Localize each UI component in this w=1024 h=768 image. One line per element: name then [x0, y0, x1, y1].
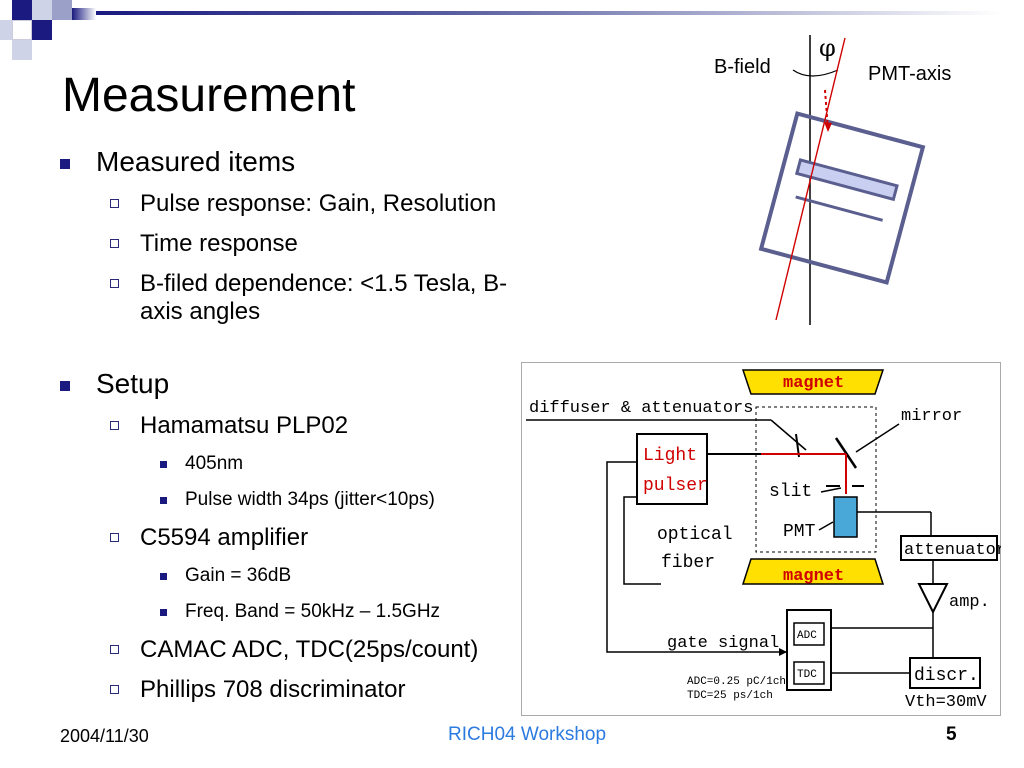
magnet-top-label: magnet — [783, 374, 844, 393]
attenuator-label: attenuator — [904, 541, 1001, 560]
slide-title: Measurement — [62, 69, 356, 122]
hollow-square-bullet-icon — [110, 421, 119, 430]
square-bullet-icon — [160, 461, 167, 468]
hollow-square-bullet-icon — [110, 645, 119, 654]
square-bullet-icon — [60, 159, 70, 169]
pmt-axis-label: PMT-axis — [868, 63, 951, 85]
outline-item: Measured items — [60, 146, 540, 178]
outline-item: Freq. Band = 50kHz – 1.5GHz — [60, 600, 540, 624]
outline-item: CAMAC ADC, TDC(25ps/count) — [60, 636, 540, 664]
outline-text: B-filed dependence: <1.5 Tesla, B-axis a… — [140, 270, 508, 325]
outline-spacer — [60, 326, 540, 368]
outline-text: Gain = 36dB — [185, 565, 292, 586]
corner-decoration — [0, 0, 1024, 60]
optical-label: optical — [657, 525, 733, 545]
hollow-square-bullet-icon — [110, 279, 119, 288]
outline-item: Phillips 708 discriminator — [60, 676, 540, 704]
outline-text: CAMAC ADC, TDC(25ps/count) — [140, 636, 479, 663]
tdc-label: TDC — [797, 669, 817, 681]
outline-text: Pulse width 34ps (jitter<10ps) — [185, 489, 435, 510]
slit-label: slit — [769, 482, 812, 502]
adc-calibration: ADC=0.25 pC/1ch — [687, 676, 786, 688]
outline-text: Measured items — [96, 146, 296, 177]
magnet-bottom-shape — [741, 558, 885, 585]
hollow-square-bullet-icon — [110, 533, 119, 542]
phi-symbol: φ — [819, 34, 836, 62]
outline-text: Pulse response: Gain, Resolution — [140, 190, 497, 217]
magnet-bottom-label: magnet — [783, 567, 844, 586]
outline-item: B-filed dependence: <1.5 Tesla, B-axis a… — [60, 270, 540, 326]
vth-label: Vth=30mV — [905, 693, 987, 712]
outline-text: Phillips 708 discriminator — [140, 676, 406, 703]
hollow-square-bullet-icon — [110, 239, 119, 248]
light-label: Light — [643, 446, 697, 466]
outline-item: Pulse width 34ps (jitter<10ps) — [60, 488, 540, 512]
outline-text: 405nm — [185, 453, 244, 474]
square-bullet-icon — [160, 609, 167, 616]
pmt-block — [833, 496, 858, 538]
outline-text: Setup — [96, 368, 170, 399]
gate-signal-label: gate signal — [667, 634, 779, 653]
square-bullet-icon — [160, 573, 167, 580]
hollow-square-bullet-icon — [110, 685, 119, 694]
outline-text: Freq. Band = 50kHz – 1.5GHz — [185, 601, 441, 622]
outline-item: 405nm — [60, 452, 540, 476]
pmt-label: PMT — [783, 522, 816, 542]
outline-item: Hamamatsu PLP02 — [60, 412, 540, 440]
bfield-label: B-field — [714, 56, 771, 78]
footer-date: 2004/11/30 — [60, 726, 149, 746]
outline-item: Pulse response: Gain, Resolution — [60, 190, 540, 218]
fiber-label: fiber — [661, 553, 715, 573]
footer-title: RICH04 Workshop — [448, 724, 607, 745]
adc-label: ADC — [797, 630, 817, 642]
outline-item: Setup — [60, 368, 540, 400]
mirror-label: mirror — [901, 407, 962, 426]
page-number: 5 — [946, 724, 957, 745]
outline-text: C5594 amplifier — [140, 524, 309, 551]
pulser-label: pulser — [643, 476, 708, 496]
amp-label: amp. — [949, 593, 990, 612]
outline-item: Gain = 36dB — [60, 564, 540, 588]
outline-item: Time response — [60, 230, 540, 258]
hollow-square-bullet-icon — [110, 199, 119, 208]
amp-symbol — [917, 583, 949, 615]
outline-text: Time response — [140, 230, 298, 257]
discr-label: discr. — [914, 666, 979, 686]
tdc-calibration: TDC=25 ps/1ch — [687, 690, 773, 702]
pmt-bfield-diagram: B-field φ PMT-axis — [714, 34, 951, 325]
square-bullet-icon — [160, 497, 167, 504]
setup-diagram: magnet magnet diffuser & attenuators mir… — [521, 362, 1001, 716]
diffuser-label: diffuser & attenuators — [529, 399, 753, 418]
magnet-top-shape — [741, 369, 885, 395]
outline-text: Hamamatsu PLP02 — [140, 412, 349, 439]
outline-item: C5594 amplifier — [60, 524, 540, 552]
square-bullet-icon — [60, 381, 70, 391]
